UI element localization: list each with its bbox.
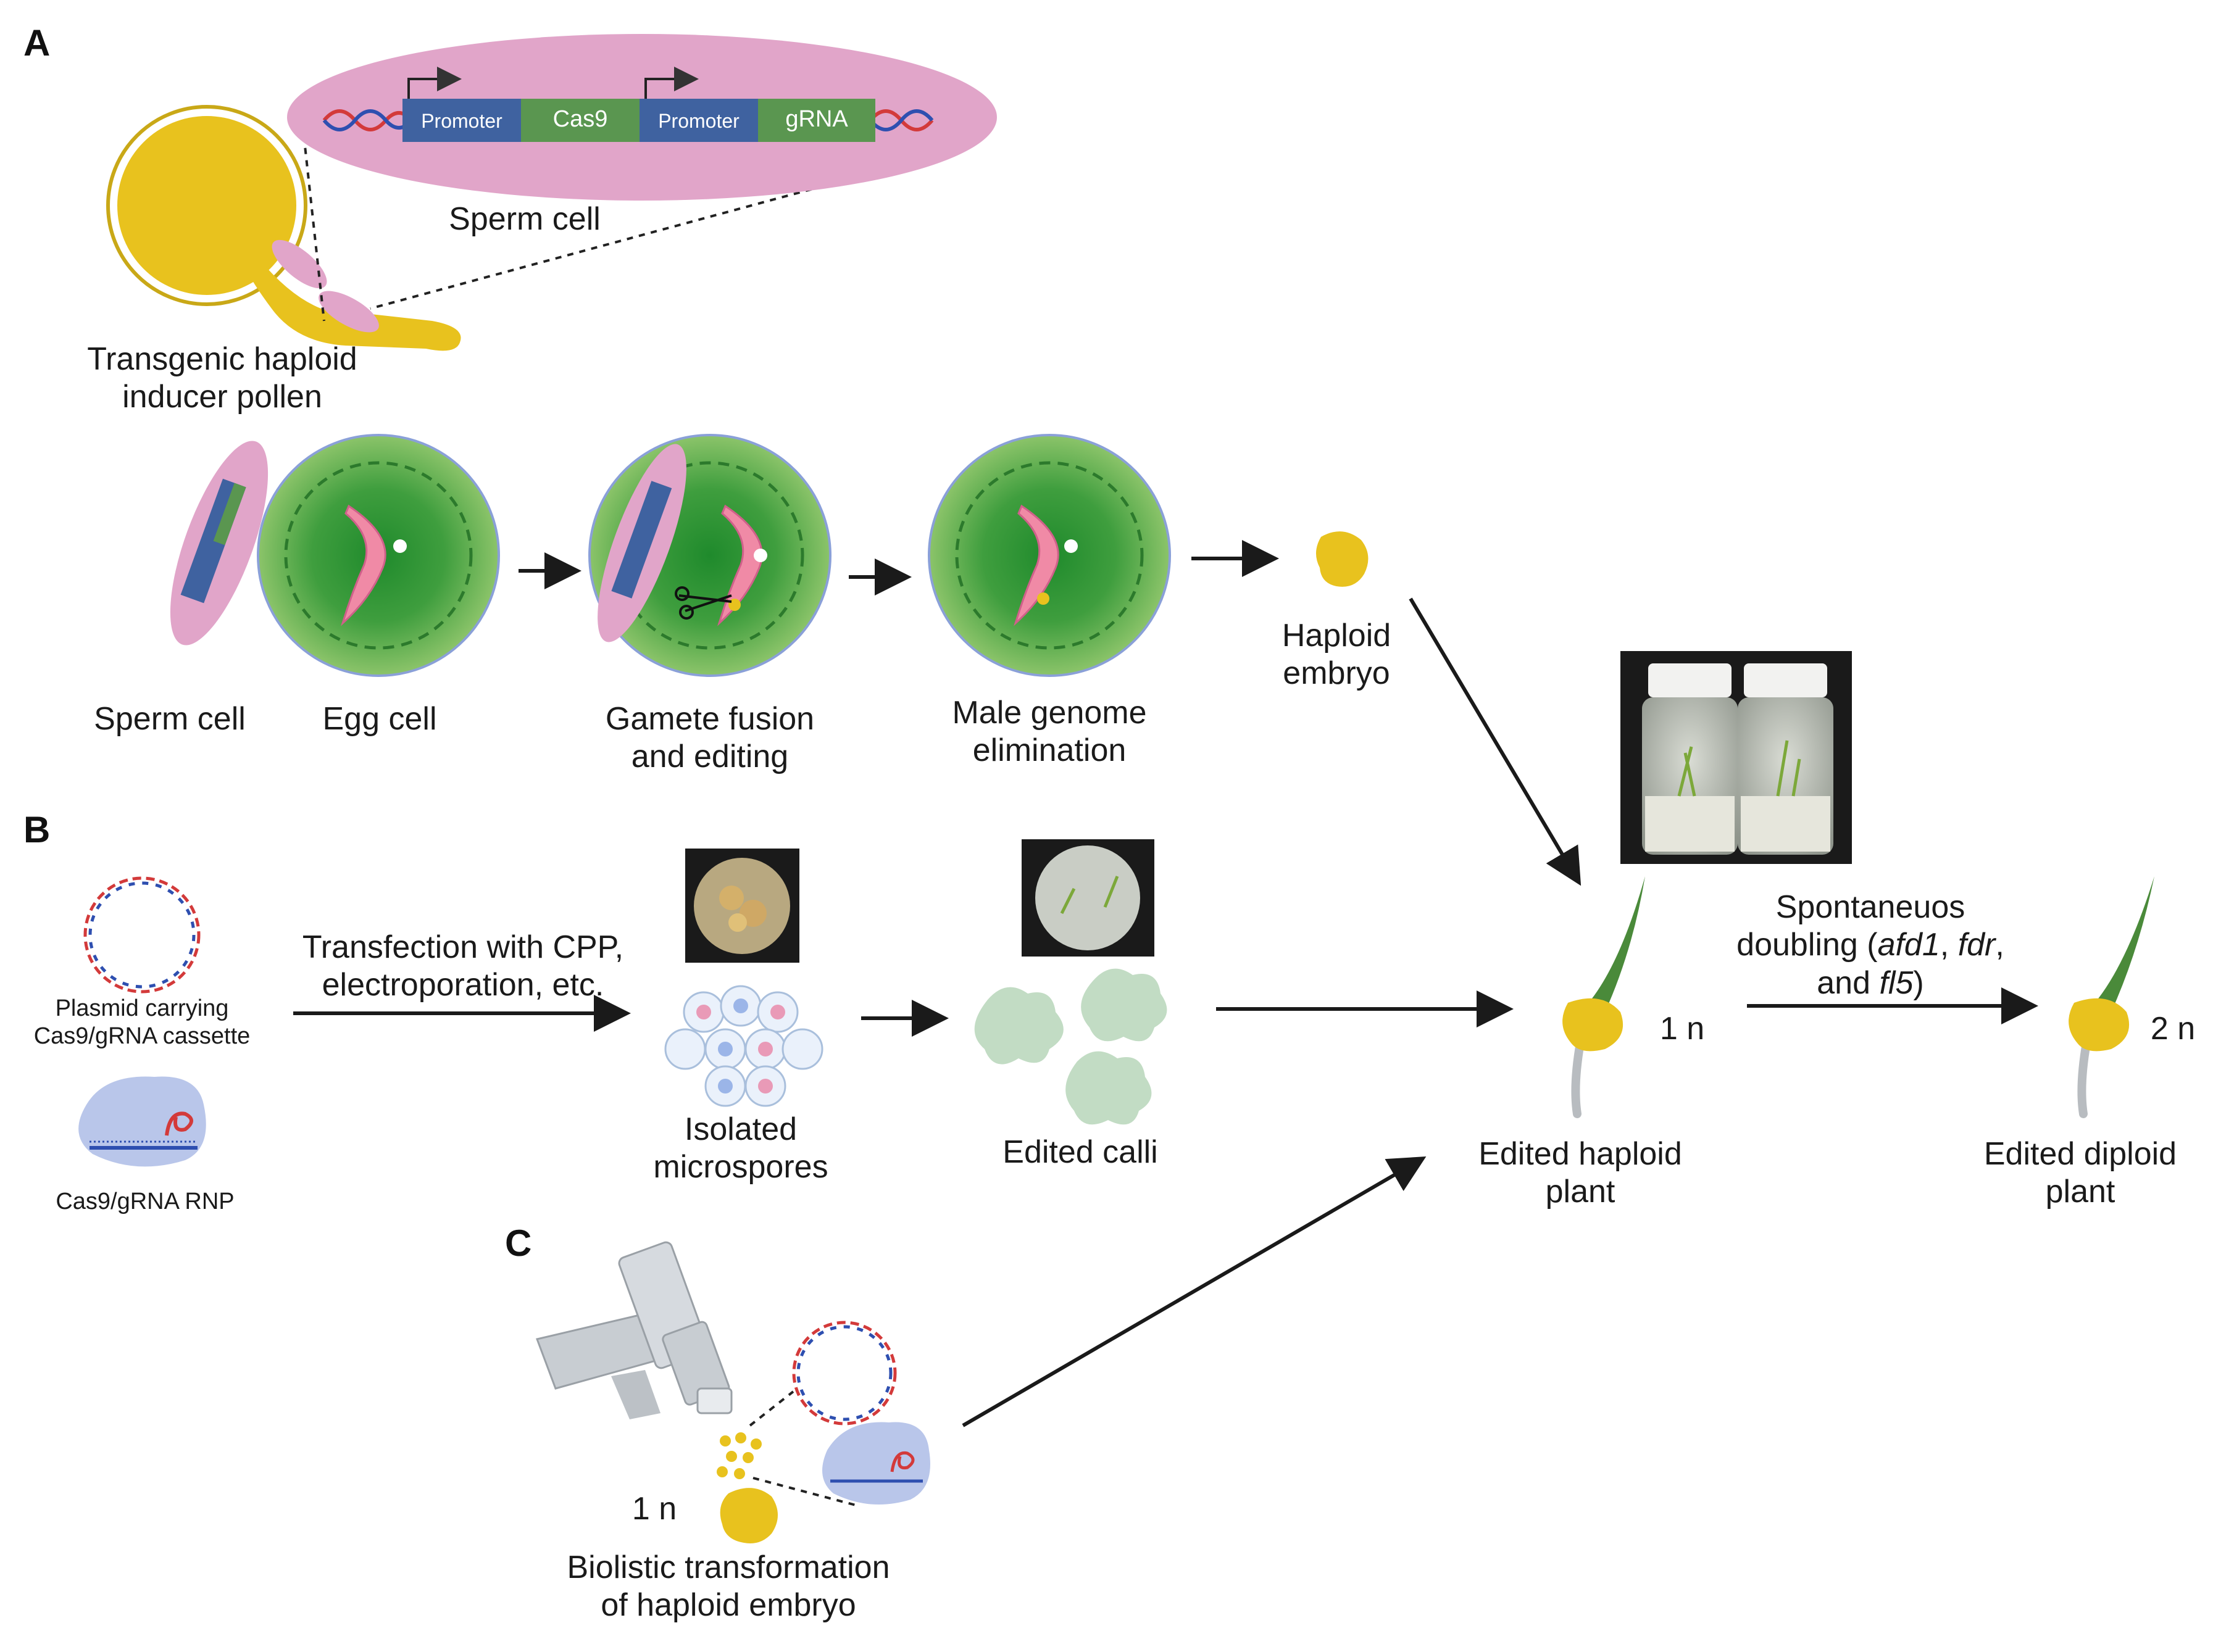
plasmid-label: Plasmid carrying Cas9/gRNA cassette — [25, 995, 259, 1050]
gene-fdr: fdr — [1957, 927, 1996, 963]
pollen-label: Transgenic haploid inducer pollen — [74, 341, 370, 417]
diploid-plant-icon — [2069, 876, 2154, 1118]
haploid-embryo-icon — [1315, 531, 1369, 587]
microspores-label-line1: Isolated — [684, 1111, 798, 1147]
plasmid-label-line1: Plasmid carrying — [55, 995, 229, 1021]
haploid-embryo-label-line2: embryo — [1283, 655, 1390, 692]
zoom-line-left — [301, 123, 325, 322]
sperm-cell-small-icon — [170, 441, 269, 645]
grna-box — [758, 99, 875, 142]
pollen-grain-icon — [106, 105, 461, 351]
haploid-plant-icon — [1562, 876, 1645, 1118]
grna-label: gRNA — [785, 106, 848, 132]
arrow-embryo-to-plant — [1409, 597, 1582, 886]
diploid-plant-label-line2: plant — [2045, 1174, 2115, 1210]
sperm-cell-label: Sperm cell — [94, 701, 246, 737]
transfection-label-line1: Transfection with CPP, — [302, 929, 624, 965]
microspores-label: Isolated microspores — [617, 1111, 864, 1187]
transfection-label: Transfection with CPP, electroporation, … — [284, 929, 642, 1005]
egg-cell-icon — [257, 434, 500, 677]
biolistic-label: Biolistic transformation of haploid embr… — [512, 1549, 944, 1625]
haploid-embryo-label: Haploid embryo — [1250, 617, 1423, 693]
diploid-plant-label: Edited diploid plant — [1944, 1135, 2213, 1211]
promoter-box-2 — [640, 99, 758, 142]
elimination-label-line1: Male genome — [952, 695, 1147, 731]
fused-cell-icon — [588, 434, 831, 677]
haploid-plant-label-line1: Edited haploid — [1478, 1136, 1682, 1172]
fusion-label: Gamete fusion and editing — [568, 700, 852, 776]
gene-afd1: afd1 — [1877, 927, 1940, 963]
gene-fl5: fl5 — [1879, 965, 1914, 1001]
particles-icon — [717, 1432, 762, 1479]
rnp-icon — [78, 1076, 206, 1167]
gene-gun-icon — [535, 1241, 733, 1419]
promoter-box-1 — [402, 99, 521, 142]
fusion-label-line2: and editing — [631, 739, 789, 775]
embryo-c-icon — [720, 1488, 778, 1543]
haploid-plant-label: Edited haploid plant — [1438, 1135, 1722, 1211]
zoom-line-plasmid — [749, 1390, 794, 1427]
ploidy-diploid-label: 2 n — [2150, 1011, 2196, 1047]
doubling-label: Spontaneuos doubling (afd1, fdr, and fl5… — [1710, 889, 2031, 1002]
arrow-biolistic-to-plant — [962, 1156, 1427, 1427]
cas9-label: Cas9 — [553, 106, 608, 132]
biolistic-label-line2: of haploid embryo — [601, 1587, 856, 1624]
transfection-label-line2: electroporation, etc. — [322, 967, 604, 1003]
panel-label-c: C — [505, 1222, 532, 1264]
jar-photo — [1620, 651, 1852, 864]
dna-helix-right-icon — [869, 109, 934, 131]
promoter-arrow-1-icon — [407, 67, 462, 99]
plasmid-icon — [83, 876, 201, 994]
diploid-plant-label-line1: Edited diploid — [1983, 1136, 2177, 1172]
haploid-plant-label-line2: plant — [1545, 1174, 1615, 1210]
ploidy-haploid-label: 1 n — [1659, 1011, 1705, 1047]
petri-photo-calli — [1022, 839, 1154, 957]
plasmid-c-icon — [792, 1321, 897, 1426]
panel-label-b: B — [23, 809, 51, 850]
promoter-arrow-2-icon — [644, 67, 699, 99]
comma-2: , — [1995, 927, 2004, 963]
doubling-pre-text: doubling ( — [1736, 927, 1878, 963]
plasmid-label-line2: Cas9/gRNA cassette — [33, 1023, 251, 1049]
doubling-label-line1: Spontaneuos — [1775, 889, 1965, 925]
sperm-cell-top-label: Sperm cell — [449, 201, 601, 237]
comma-1: , — [1940, 927, 1958, 963]
doubling-label-line2: doubling (afd1, fdr, — [1710, 926, 2031, 964]
elimination-cell-icon — [928, 434, 1171, 677]
petri-photo-microspores — [685, 849, 799, 963]
cas9-box — [521, 99, 640, 142]
dna-helix-left-icon — [322, 109, 406, 131]
pollen-label-line1: Transgenic haploid — [87, 341, 357, 377]
haploid-embryo-label-line1: Haploid — [1282, 618, 1391, 654]
doubling-and-text: and — [1817, 965, 1880, 1001]
doubling-label-line3: and fl5) — [1710, 965, 2031, 1002]
ploidy-embryo-label: 1 n — [631, 1491, 677, 1527]
panel-label-a: A — [23, 22, 51, 64]
elimination-label: Male genome elimination — [914, 694, 1185, 770]
pollen-label-line2: inducer pollen — [122, 379, 322, 415]
rnp-c-icon — [822, 1422, 930, 1505]
elimination-label-line2: elimination — [972, 733, 1127, 769]
close-paren: ) — [1913, 965, 1924, 1001]
cassette: Promoter Cas9 Promoter gRNA — [402, 67, 875, 142]
fusion-label-line1: Gamete fusion — [605, 701, 815, 737]
promoter-label-1: Promoter — [421, 110, 502, 132]
calli-label: Edited calli — [1002, 1134, 1158, 1170]
microspores-label-line2: microspores — [653, 1149, 828, 1185]
zoom-line-rnp — [752, 1477, 859, 1507]
rnp-label: Cas9/gRNA RNP — [56, 1189, 235, 1214]
egg-cell-label: Egg cell — [322, 701, 437, 737]
calli-icon — [974, 968, 1167, 1125]
biolistic-label-line1: Biolistic transformation — [567, 1550, 890, 1585]
promoter-label-2: Promoter — [658, 110, 740, 132]
microspores-icon — [664, 985, 823, 1107]
